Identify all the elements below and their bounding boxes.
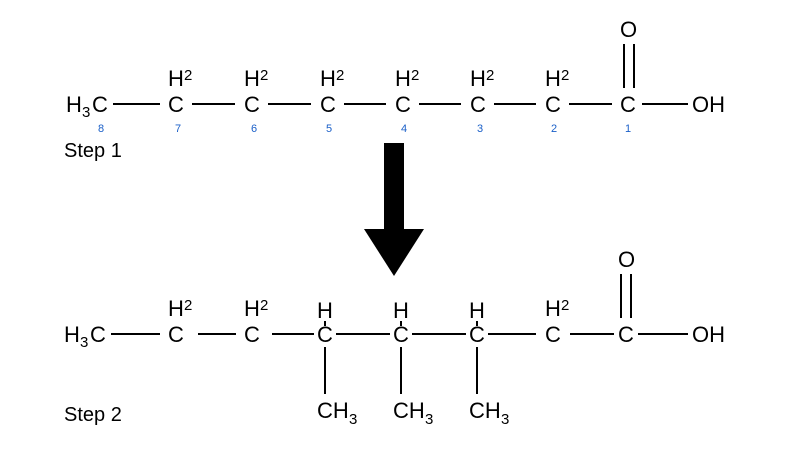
svg-text:3: 3 [477, 123, 483, 135]
svg-text:3: 3 [349, 411, 357, 428]
svg-text:H: H [469, 298, 485, 323]
svg-text:C: C [470, 92, 486, 117]
svg-text:C: C [395, 92, 411, 117]
svg-text:C: C [320, 92, 336, 117]
step2-ch-methyl-2: H C CH 3 [393, 298, 433, 428]
step1-ch2-6: H 2 C 6 [244, 66, 268, 135]
svg-text:C: C [393, 322, 409, 347]
svg-text:CH: CH [393, 398, 425, 423]
svg-text:H: H [545, 66, 561, 91]
svg-text:2: 2 [184, 67, 192, 84]
svg-text:C: C [618, 322, 634, 347]
svg-text:C: C [244, 92, 260, 117]
step1-ch2-2: H 2 C 2 [545, 66, 569, 135]
step2-ch-methyl-3: H C CH 3 [469, 298, 509, 428]
step1-oxygen: O [620, 17, 637, 42]
step1-terminal-sub: 3 [82, 104, 90, 121]
svg-text:5: 5 [326, 123, 332, 135]
svg-text:6: 6 [251, 123, 257, 135]
svg-text:C: C [168, 92, 184, 117]
svg-text:CH: CH [469, 398, 501, 423]
step1-ch2-5: H 2 C 5 [320, 66, 344, 135]
svg-text:H: H [317, 298, 333, 323]
svg-text:H: H [244, 66, 260, 91]
svg-text:4: 4 [401, 123, 407, 135]
step2-ch2-a: H 2 C [168, 296, 192, 347]
svg-text:C: C [545, 92, 561, 117]
step1-carboxyl: O C 1 OH [620, 17, 725, 135]
step2-terminal-c: C [90, 322, 106, 347]
step2-molecule: H 3 C H 2 C H 2 C H C CH 3 [64, 247, 725, 428]
svg-text:H: H [393, 298, 409, 323]
svg-text:C: C [620, 92, 636, 117]
step2-ch-methyl-1: H C CH 3 [317, 298, 357, 428]
svg-text:H: H [168, 66, 184, 91]
svg-text:CH: CH [317, 398, 349, 423]
svg-text:1: 1 [625, 123, 631, 135]
svg-text:7: 7 [175, 123, 181, 135]
step1-ch2-3: H 2 C 3 [470, 66, 494, 135]
step2-oxygen: O [618, 247, 635, 272]
svg-text:2: 2 [561, 67, 569, 84]
svg-text:2: 2 [561, 297, 569, 314]
step2-carboxyl: O C OH [618, 247, 725, 347]
step1-ch2-4: H 2 C 4 [395, 66, 419, 135]
svg-text:H: H [395, 66, 411, 91]
step2-ch2-b: H 2 C [244, 296, 268, 347]
svg-text:2: 2 [411, 67, 419, 84]
svg-text:3: 3 [425, 411, 433, 428]
svg-text:2: 2 [486, 67, 494, 84]
step1-molecule: H 3 C 8 H 2 C 7 H 2 C 6 H 2 C 5 [66, 17, 725, 135]
svg-text:2: 2 [184, 297, 192, 314]
svg-text:C: C [545, 322, 561, 347]
svg-text:H: H [168, 296, 184, 321]
step1-label: Step 1 [64, 140, 122, 162]
step2-ch2-c: H 2 C [545, 296, 569, 347]
svg-text:2: 2 [260, 297, 268, 314]
svg-text:3: 3 [501, 411, 509, 428]
svg-text:2: 2 [336, 67, 344, 84]
svg-text:C: C [317, 322, 333, 347]
step2-terminal-sub: 3 [80, 334, 88, 351]
svg-text:C: C [168, 322, 184, 347]
svg-text:C: C [244, 322, 260, 347]
svg-text:2: 2 [260, 67, 268, 84]
step1-num-8: 8 [98, 123, 104, 135]
svg-text:H: H [545, 296, 561, 321]
svg-text:H: H [470, 66, 486, 91]
svg-text:H: H [244, 296, 260, 321]
step2-hydroxyl: OH [692, 322, 725, 347]
step1-ch2-7: H 2 C 7 [168, 66, 192, 135]
down-arrow-icon [364, 143, 424, 276]
svg-text:H: H [320, 66, 336, 91]
svg-text:2: 2 [551, 123, 557, 135]
step1-terminal-h: H [66, 92, 82, 117]
step2-terminal-h: H [64, 322, 80, 347]
svg-text:C: C [469, 322, 485, 347]
step1-hydroxyl: OH [692, 92, 725, 117]
step2-label: Step 2 [64, 404, 122, 426]
step1-terminal-c: C [92, 92, 108, 117]
